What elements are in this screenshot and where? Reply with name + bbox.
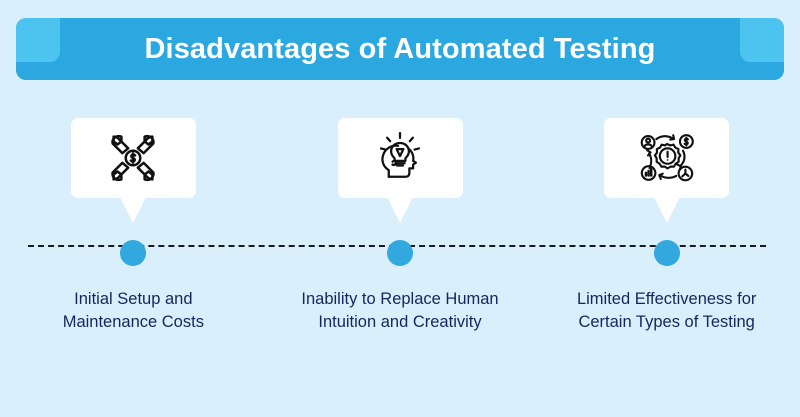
page-title: Disadvantages of Automated Testing bbox=[144, 32, 656, 65]
timeline-step-2: Inability to Replace Human Intuition and… bbox=[267, 105, 534, 375]
timeline-step-1: Initial Setup and Maintenance Costs bbox=[0, 105, 267, 375]
timeline-node-1 bbox=[120, 240, 147, 266]
icon-card-3 bbox=[604, 118, 730, 198]
timeline-node-2 bbox=[387, 240, 413, 266]
banner-corner-accent-right bbox=[740, 18, 784, 62]
icon-card-1 bbox=[70, 118, 196, 198]
steps-container: Initial Setup and Maintenance Costs bbox=[0, 105, 800, 375]
head-lightbulb-idea-icon bbox=[370, 128, 430, 188]
wrenches-dollar-icon bbox=[102, 127, 164, 189]
gear-alert-process-icon bbox=[636, 127, 698, 189]
banner-corner-accent-left bbox=[16, 18, 60, 62]
step-caption-3: Limited Effectiveness for Certain Types … bbox=[576, 290, 757, 332]
step-caption-1: Initial Setup and Maintenance Costs bbox=[62, 290, 204, 332]
timeline-step-3: Limited Effectiveness for Certain Types … bbox=[533, 105, 800, 375]
step-caption-2: Inability to Replace Human Intuition and… bbox=[301, 290, 499, 332]
header-banner: Disadvantages of Automated Testing bbox=[16, 18, 784, 80]
icon-card-2 bbox=[337, 118, 463, 198]
timeline-node-3 bbox=[653, 240, 680, 266]
